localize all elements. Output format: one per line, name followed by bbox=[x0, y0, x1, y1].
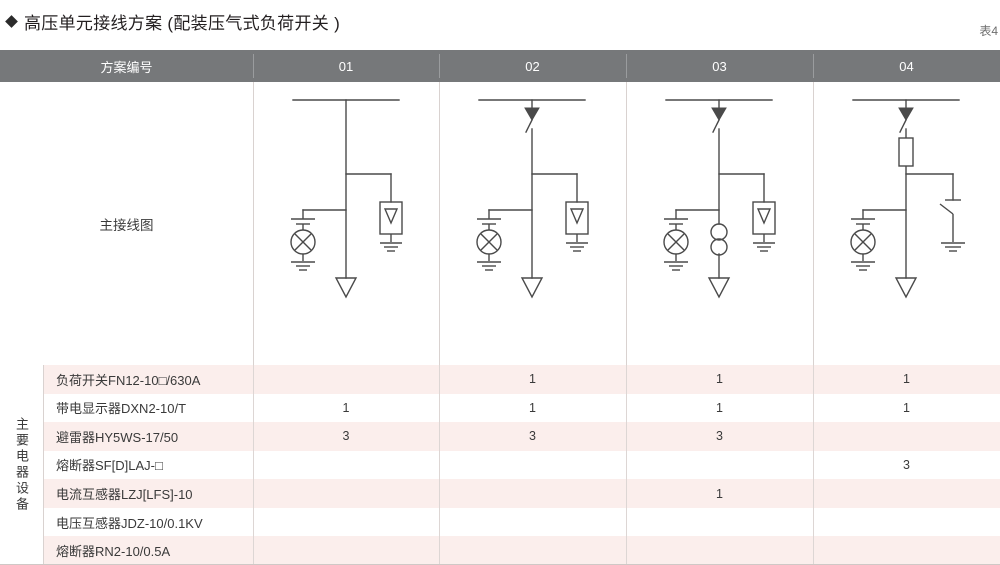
diagram-row-label: 主接线图 bbox=[99, 217, 154, 233]
equipment-qty-03: 1 bbox=[716, 486, 723, 501]
equipment-name: 负荷开关FN12-10□/630A bbox=[56, 372, 201, 388]
header-divider bbox=[253, 54, 254, 78]
equipment-qty-04: 1 bbox=[903, 372, 910, 387]
equipment-qty-04 bbox=[813, 422, 1000, 451]
equipment-name: 电压互感器JDZ-10/0.1KV bbox=[56, 515, 203, 531]
equipment-qty-04 bbox=[813, 479, 1000, 508]
equipment-section: 主要电器设备 负荷开关FN12-10□/630A 1 1 1 带电显示器DXN2… bbox=[0, 365, 1000, 565]
equipment-qty-02: 1 bbox=[529, 400, 536, 415]
column-divider bbox=[626, 365, 627, 565]
equipment-qty-01 bbox=[253, 508, 439, 537]
equipment-name: 带电显示器DXN2-10/T bbox=[56, 401, 187, 417]
equipment-qty-02 bbox=[439, 508, 626, 537]
table-row: 电流互感器LZJ[LFS]-10 1 bbox=[44, 479, 1000, 508]
title-bar: 高压单元接线方案 (配装压气式负荷开关 ) 表4 bbox=[0, 0, 1000, 50]
column-divider bbox=[439, 82, 440, 365]
table-row: 熔断器RN2-10/0.5A bbox=[44, 536, 1000, 565]
header-cell-scheme-01: 01 bbox=[338, 58, 354, 74]
equipment-qty-04 bbox=[813, 536, 1000, 565]
equipment-name: 熔断器SF[D]LAJ-□ bbox=[56, 458, 163, 474]
equipment-qty-03: 1 bbox=[716, 400, 723, 415]
equipment-qty-02 bbox=[439, 479, 626, 508]
scheme-diagram-02 bbox=[439, 82, 626, 365]
equipment-qty-01: 1 bbox=[342, 400, 350, 415]
header-cell-row-label: 方案编号 bbox=[100, 59, 153, 75]
diagram-row: 主接线图 bbox=[0, 82, 1000, 366]
column-divider bbox=[439, 365, 440, 565]
column-divider bbox=[813, 365, 814, 565]
table-row: 熔断器SF[D]LAJ-□ 3 bbox=[44, 450, 1000, 480]
equipment-qty-03 bbox=[626, 451, 813, 480]
equipment-qty-01: 3 bbox=[342, 429, 350, 444]
header-cell-scheme-02: 02 bbox=[525, 58, 540, 74]
header-divider bbox=[626, 54, 627, 78]
scheme-diagram-01 bbox=[253, 82, 439, 365]
equipment-qty-01 bbox=[253, 479, 439, 508]
equipment-qty-03 bbox=[626, 508, 813, 537]
column-divider bbox=[253, 365, 254, 565]
equipment-qty-03: 3 bbox=[716, 429, 723, 444]
table-row: 电压互感器JDZ-10/0.1KV bbox=[44, 507, 1000, 537]
spec-table: 方案编号 01 02 03 04 主接线图 bbox=[0, 50, 1000, 565]
header-cell-scheme-04: 04 bbox=[899, 58, 914, 74]
equipment-qty-02 bbox=[439, 536, 626, 565]
vertical-label-text: 主要电器设备 bbox=[14, 417, 29, 513]
header-cell-scheme-03: 03 bbox=[712, 58, 727, 74]
equipment-qty-03: 1 bbox=[716, 372, 723, 387]
load-switch-contact bbox=[898, 107, 914, 121]
fuse bbox=[898, 137, 914, 167]
equipment-name: 熔断器RN2-10/0.5A bbox=[56, 544, 171, 560]
column-divider bbox=[253, 82, 254, 365]
diamond-bullet-icon bbox=[5, 15, 18, 28]
table-row: 避雷器HY5WS-17/50 3 3 3 bbox=[44, 422, 1000, 451]
column-divider bbox=[813, 82, 814, 365]
table-row: 带电显示器DXN2-10/T 1 1 1 1 bbox=[44, 393, 1000, 423]
equipment-qty-02 bbox=[439, 451, 626, 480]
equipment-name: 电流互感器LZJ[LFS]-10 bbox=[56, 487, 193, 503]
equipment-qty-02: 3 bbox=[529, 429, 536, 444]
load-switch-contact bbox=[711, 107, 727, 121]
equipment-name: 避雷器HY5WS-17/50 bbox=[56, 429, 179, 445]
equipment-qty-04: 3 bbox=[903, 457, 910, 472]
equipment-qty-01 bbox=[253, 365, 439, 394]
header-divider bbox=[439, 54, 440, 78]
equipment-qty-03 bbox=[626, 536, 813, 565]
load-switch-contact bbox=[524, 107, 540, 121]
column-divider bbox=[626, 82, 627, 365]
equipment-qty-01 bbox=[253, 451, 439, 480]
earthing-switch bbox=[939, 199, 965, 252]
scheme-diagram-04 bbox=[813, 82, 1000, 365]
table-row: 负荷开关FN12-10□/630A 1 1 1 bbox=[44, 365, 1000, 394]
equipment-qty-01 bbox=[253, 536, 439, 565]
table-number-label: 表4 bbox=[979, 24, 998, 38]
equipment-qty-04: 1 bbox=[903, 400, 910, 415]
scheme-diagram-03 bbox=[626, 82, 813, 365]
equipment-qty-04 bbox=[813, 508, 1000, 537]
header-divider bbox=[813, 54, 814, 78]
current-transformer bbox=[710, 223, 728, 256]
equipment-section-vertical-label: 主要电器设备 bbox=[0, 365, 44, 565]
equipment-qty-02: 1 bbox=[529, 372, 536, 387]
table-header-row: 方案编号 01 02 03 04 bbox=[0, 50, 1000, 82]
page-title: 高压单元接线方案 (配装压气式负荷开关 ) bbox=[24, 14, 341, 33]
